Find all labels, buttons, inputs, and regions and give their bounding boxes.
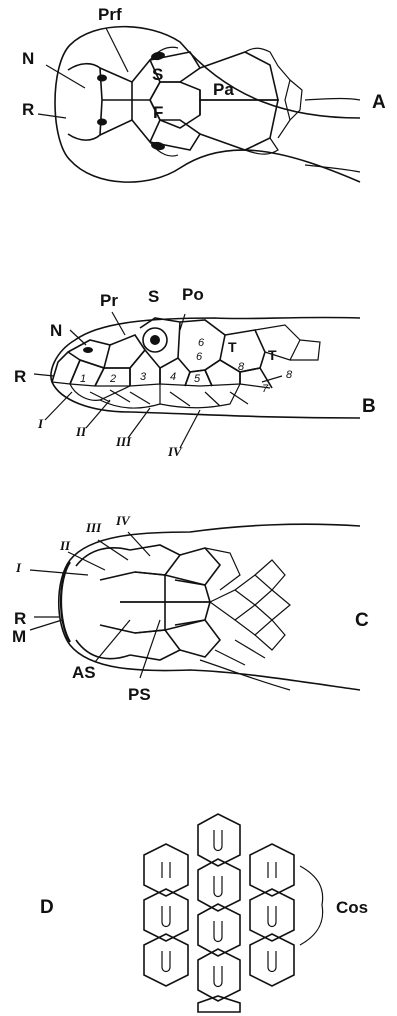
panel-b-letter: B	[362, 396, 376, 417]
panel-a-head-outline	[55, 27, 360, 183]
label-po: Po	[182, 285, 204, 304]
label-t2: T	[268, 347, 277, 363]
panel-a-dorsal-head: Prf N R S F Pa A	[22, 5, 386, 182]
supralabial-6: 6	[196, 351, 203, 363]
label-ps: PS	[128, 685, 151, 704]
label-r-c: R	[14, 609, 26, 628]
supralabial-2: 2	[109, 373, 116, 385]
label-roman-iii-b: III	[115, 434, 132, 449]
label-r-b: R	[14, 367, 26, 386]
label-n: N	[22, 49, 34, 68]
label-roman-iii-c: III	[85, 520, 102, 535]
label-n-b: N	[50, 321, 62, 340]
supralabial-5: 5	[194, 373, 201, 385]
label-roman-iv-c: IV	[115, 513, 131, 528]
supralabial-3: 3	[140, 371, 147, 383]
label-roman-ii-b: II	[75, 424, 87, 439]
panel-a-letter: A	[372, 92, 386, 113]
panel-c-letter: C	[355, 610, 369, 631]
label-m: M	[12, 627, 26, 646]
label-roman-ii-c: II	[59, 538, 71, 553]
cos-bracket	[300, 866, 323, 945]
supralabial-4: 4	[170, 371, 176, 383]
panel-d-letter: D	[40, 897, 54, 918]
panel-d-scale-pattern: Cos D	[40, 814, 368, 1012]
label-roman-i-c: I	[15, 560, 22, 575]
label-f: F	[153, 103, 163, 122]
label-roman-iv-b: IV	[167, 444, 183, 459]
panel-b-head-outline	[51, 317, 360, 418]
supralabial-1: 1	[80, 373, 86, 385]
ocular-number-6: 6	[198, 337, 205, 349]
label-as: AS	[72, 663, 96, 682]
label-r: R	[22, 100, 34, 119]
label-pr: Pr	[100, 291, 118, 310]
supralabial-7: 7	[262, 383, 269, 395]
panel-b-lateral-head: Pr S Po N R T T 1 2 3 4 5 6 7 8 6 8 I II…	[14, 285, 376, 459]
ocular-number-8: 8	[238, 361, 245, 373]
label-s-b: S	[148, 287, 159, 306]
supralabial-8: 8	[286, 369, 293, 381]
label-prf: Prf	[98, 5, 122, 24]
label-pa: Pa	[213, 80, 234, 99]
label-roman-i-b: I	[37, 416, 44, 431]
label-cos: Cos	[336, 898, 368, 917]
label-s: S	[152, 65, 163, 84]
label-t1: T	[228, 339, 237, 355]
panel-c-ventral-head: I II III IV R M AS PS C	[12, 513, 369, 704]
